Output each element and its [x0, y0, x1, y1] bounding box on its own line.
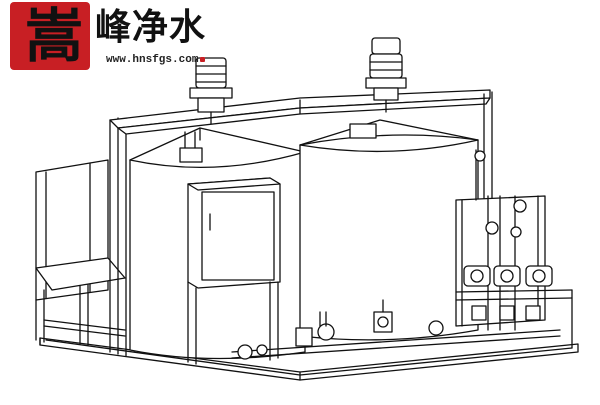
- brand-url-text: www.hnsfgs.com: [106, 54, 199, 66]
- base-skid: [39, 337, 579, 381]
- left-agitator-motor: [189, 57, 233, 125]
- url-dot-icon: [200, 56, 206, 62]
- pump-valve-rack: [455, 149, 573, 349]
- left-frame: [35, 159, 126, 346]
- right-agitator-motor: [365, 37, 407, 113]
- brand-url: www.hnsfgs.com: [106, 54, 206, 66]
- brand-name: 峰净水: [95, 7, 207, 48]
- control-cabinet: [187, 177, 281, 365]
- logo-seal: 嵩: [10, 2, 90, 70]
- logo-seal-char: 嵩: [24, 2, 83, 70]
- bottom-piping: [231, 299, 561, 360]
- right-tank: [299, 119, 479, 341]
